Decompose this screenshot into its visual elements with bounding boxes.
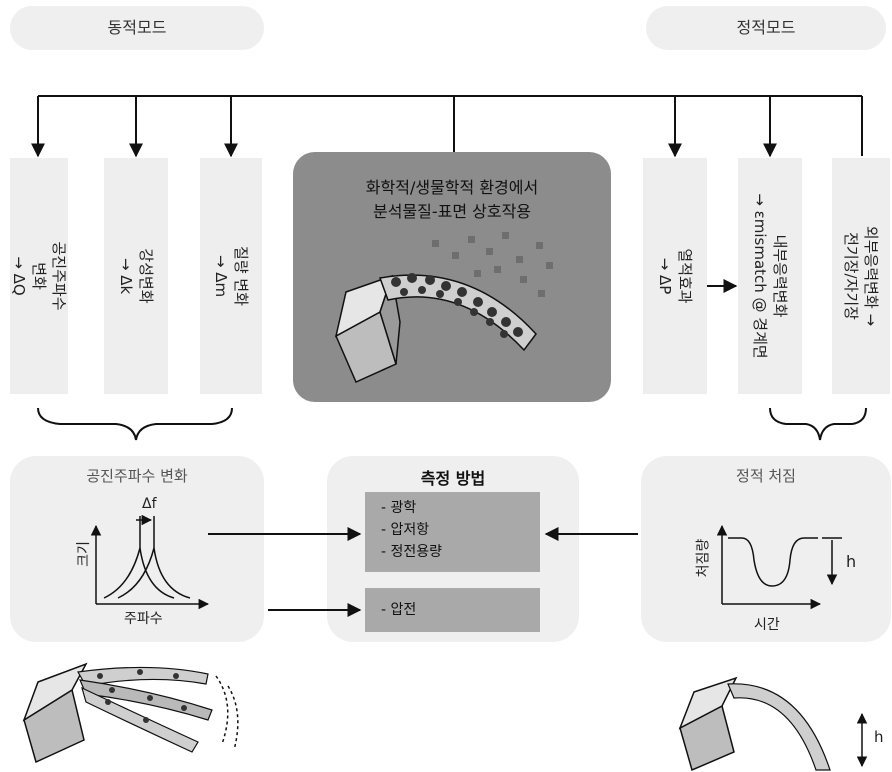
resonance-graph xyxy=(90,514,210,610)
method-item-piezoresistive: - 압저항 xyxy=(381,522,430,538)
resonance-ylabel: 크기 xyxy=(75,541,92,567)
column-mass: 질량 변화 → Δm xyxy=(200,158,262,394)
static-mode-label: 정적모드 xyxy=(646,6,886,50)
column-external-stress: 외부응력변화 → 전기장/자기장 xyxy=(832,158,890,394)
bottom-h-label: h xyxy=(874,728,884,746)
interaction-line-2: 분석물질-표면 상호작용 xyxy=(372,202,532,221)
delta-f-label: Δf xyxy=(142,496,157,512)
left-brace xyxy=(37,407,233,441)
deflection-graph xyxy=(716,524,842,610)
dynamic-mode-label: 동적모드 xyxy=(10,6,264,50)
column-resonance: 공진주파수 변화 → ΔQ xyxy=(10,158,68,394)
deflection-ylabel: 처짐량 xyxy=(695,538,712,578)
method-list-box xyxy=(365,492,540,572)
interaction-text: 화학적/생물학적 환경에서 분석물질-표면 상호작용 xyxy=(293,176,611,224)
left-panel-title: 공진주파수 변화 xyxy=(86,467,188,485)
cantilever-analyte-illustration xyxy=(334,232,553,383)
left-panel xyxy=(10,456,264,642)
column-stiffness: 강성변화 → Δk xyxy=(104,158,168,394)
column-internal-stress: 내부응력변화 → εmismatch @ 경계면 xyxy=(738,158,802,394)
column-thermal: 열적효과 → ΔP xyxy=(643,158,707,394)
vibrating-cantilever-illustration xyxy=(22,662,239,764)
deflection-xlabel: 시간 xyxy=(754,617,780,633)
method-panel-title: 측정 방법 xyxy=(420,469,486,488)
distribution-lines xyxy=(31,95,863,293)
method-item-optical: - 광학 xyxy=(381,500,417,516)
resonance-xlabel: 주파수 xyxy=(124,611,163,627)
bent-cantilever-illustration xyxy=(678,676,868,772)
method-item-capacitive: - 정전용량 xyxy=(381,544,443,560)
method-list: - 광학 - 압저항 - 정전용량 xyxy=(381,497,442,563)
right-panel xyxy=(641,456,891,642)
deflection-h-label: h xyxy=(846,552,857,571)
interaction-line-1: 화학적/생물학적 환경에서 xyxy=(365,178,539,197)
right-brace xyxy=(769,407,867,441)
right-panel-title: 정적 처짐 xyxy=(736,467,796,485)
piezo-box xyxy=(365,588,540,632)
method-item-piezoelectric: - 압전 xyxy=(381,602,417,618)
